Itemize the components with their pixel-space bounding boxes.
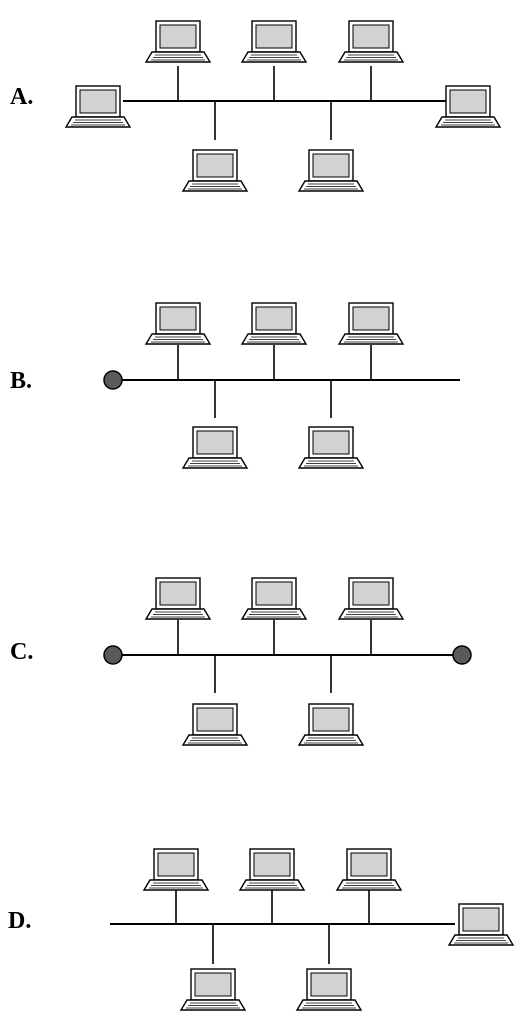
terminator-circle [452, 645, 472, 665]
laptop-icon [241, 302, 307, 345]
laptop-icon [65, 85, 131, 128]
laptop-icon [180, 968, 246, 1011]
laptop-icon [182, 426, 248, 469]
terminator-circle [103, 370, 123, 390]
option-a-label: A. [10, 84, 33, 110]
laptop-icon [296, 968, 362, 1011]
option-c-label: C. [10, 639, 33, 665]
laptop-icon [145, 302, 211, 345]
laptop-icon [298, 149, 364, 192]
laptop-icon [239, 848, 305, 891]
option-a: A. [10, 20, 501, 192]
laptop-icon [298, 703, 364, 746]
option-b: B. [10, 302, 460, 469]
laptop-icon [145, 20, 211, 63]
laptop-icon [338, 20, 404, 63]
laptop-icon [182, 703, 248, 746]
laptop-icon [338, 302, 404, 345]
laptop-icon [241, 577, 307, 620]
laptop-icon [336, 848, 402, 891]
option-c: C. [10, 577, 472, 746]
laptop-icon [241, 20, 307, 63]
laptop-icon [143, 848, 209, 891]
terminator-circle [103, 645, 123, 665]
laptop-icon [182, 149, 248, 192]
option-d-label: D. [8, 908, 31, 934]
option-d: D. [8, 848, 514, 1011]
laptop-icon [298, 426, 364, 469]
laptop-icon [145, 577, 211, 620]
laptop-icon [435, 85, 501, 128]
laptop-icon [338, 577, 404, 620]
laptop-icon [448, 903, 514, 946]
option-b-label: B. [10, 368, 32, 394]
